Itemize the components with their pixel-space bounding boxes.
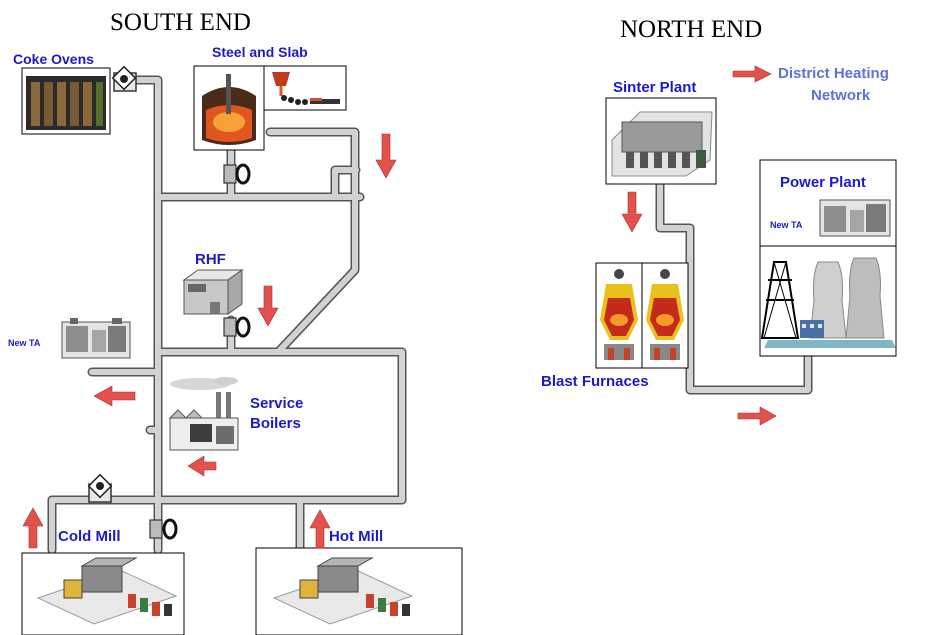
steel-slab-image (193, 65, 347, 151)
arrow-left-new-ta (93, 385, 136, 407)
meter-icon-cold-mill (87, 473, 113, 503)
arrow-up-cold-mill (22, 507, 44, 549)
south-end-heading: SOUTH END (110, 9, 251, 36)
rhf-label: RHF (195, 251, 226, 268)
new-ta-right-label: New TA (770, 220, 803, 230)
arrow-right-north-network (737, 406, 777, 426)
new-ta-left-label: New TA (8, 338, 41, 348)
new-ta-right-image (819, 199, 891, 237)
meter-icon-coke (111, 65, 137, 92)
service-boilers-label-line1: Service (250, 395, 303, 412)
district-heating-label-line2: Network (811, 87, 871, 104)
arrow-left-service-boilers (187, 455, 217, 477)
coke-ovens-image (21, 67, 111, 135)
service-boilers-label-line2: Boilers (250, 415, 301, 432)
arrow-down-rhf (257, 285, 279, 327)
arrow-down-sinter (621, 191, 643, 233)
arrow-right-district-heating (732, 65, 772, 83)
steel-slab-label: Steel and Slab (212, 44, 308, 60)
power-plant-image (760, 257, 896, 348)
hot-mill-label: Hot Mill (329, 528, 383, 545)
sinter-plant-image (611, 111, 713, 177)
new-ta-left-image (61, 318, 131, 359)
blast-furnace-image-2 (646, 269, 684, 360)
service-boilers-image (168, 377, 239, 451)
north-end-heading: NORTH END (620, 16, 762, 43)
cold-mill-label: Cold Mill (58, 528, 121, 545)
arrow-up-hot-mill (309, 509, 331, 549)
rhf-building-image (182, 269, 244, 315)
power-plant-label: Power Plant (780, 174, 866, 191)
valve-icon-steel (223, 163, 251, 185)
arrow-down-steel (375, 133, 397, 179)
sinter-plant-label: Sinter Plant (613, 79, 696, 96)
district-heating-label-line1: District Heating (778, 65, 889, 82)
coke-ovens-label: Coke Ovens (13, 51, 94, 67)
blast-furnace-image-1 (600, 269, 638, 360)
cold-mill-image (36, 557, 178, 625)
blast-furnaces-label: Blast Furnaces (541, 373, 649, 390)
north-pipe-network (655, 180, 813, 395)
hot-mill-image (272, 557, 414, 625)
valve-icon-cold-mill (149, 518, 178, 540)
valve-icon-rhf (223, 316, 251, 338)
